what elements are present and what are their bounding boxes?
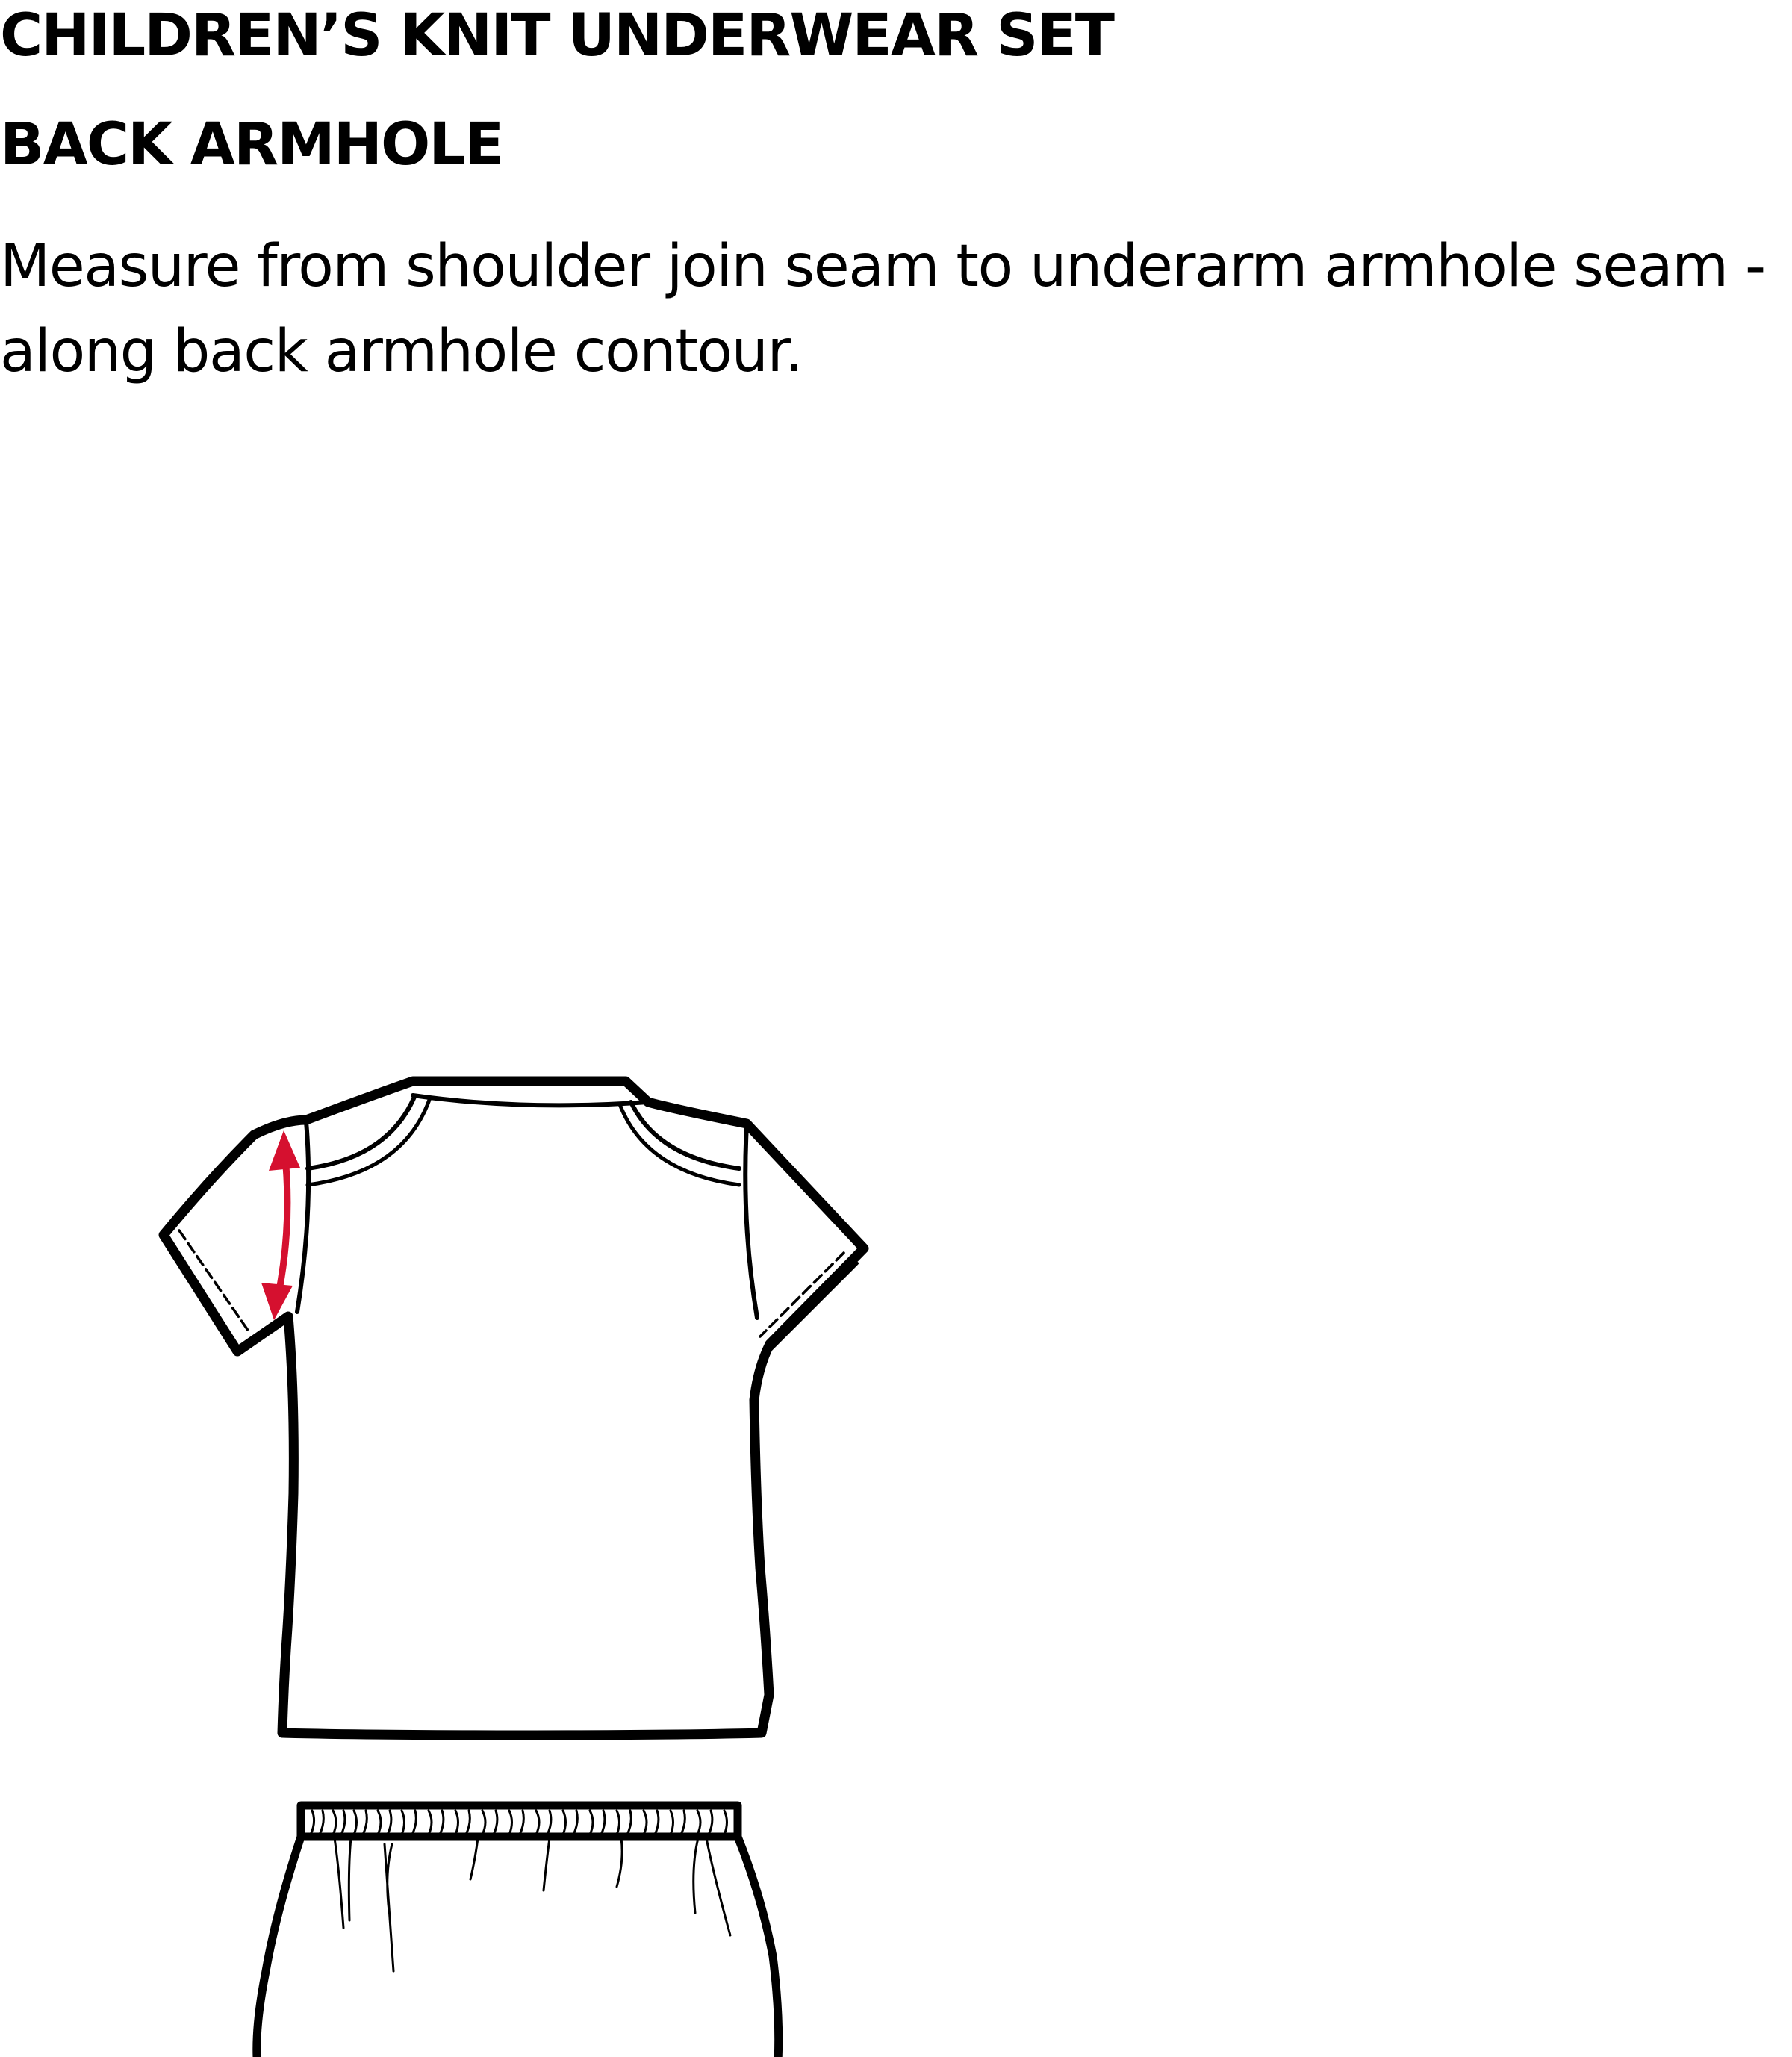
page-title: CHILDREN’S KNIT UNDERWEAR SET <box>0 2 1115 69</box>
left-shoulder-overlap-inner <box>305 1098 432 1187</box>
right-sleeve-hem-line <box>769 1262 859 1351</box>
left-armhole-seam <box>295 1119 311 1314</box>
measurement-instructions: Measure from shoulder join seam to under… <box>0 233 1766 385</box>
shirt-outline <box>158 1076 869 1740</box>
bloomer-body <box>252 1832 783 2057</box>
right-shoulder-overlap-inner <box>617 1102 741 1187</box>
left-shoulder-overlap <box>305 1095 417 1171</box>
gather-folds <box>333 1837 732 1973</box>
section-title: BACK ARMHOLE <box>0 111 504 178</box>
right-armhole-seam <box>743 1123 759 1320</box>
measure-arrow-shaft <box>274 1146 291 1301</box>
bloomer-back-view <box>252 1801 783 2057</box>
measure-arrow-head-top <box>269 1130 300 1171</box>
measure-arrow-head-bottom <box>261 1283 293 1320</box>
left-sleeve-hem-line <box>172 1248 239 1353</box>
waistband <box>296 1801 742 1841</box>
left-sleeve-hem-stitch <box>178 1229 250 1333</box>
t-shirt-back-view <box>158 1076 869 1740</box>
right-shoulder-overlap <box>629 1100 741 1171</box>
back-armhole-measure-arrow <box>261 1130 300 1320</box>
waistband-elastic-gathers <box>309 1809 728 1836</box>
right-sleeve-hem-stitch <box>759 1251 845 1338</box>
collar-binding <box>411 1093 650 1108</box>
